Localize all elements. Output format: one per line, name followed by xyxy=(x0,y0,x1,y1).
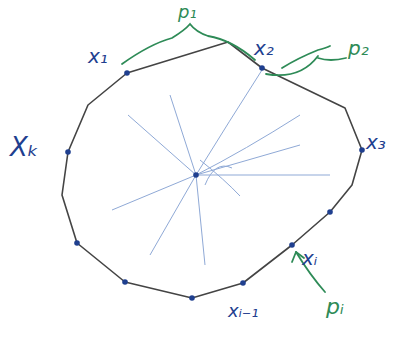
vertex-label: x₂ xyxy=(254,38,274,58)
vertex-label: Xₖ xyxy=(10,134,39,160)
vertex-label: p₂ xyxy=(348,38,369,58)
vertex-label: xᵢ xyxy=(302,248,317,268)
vertex-label: xᵢ₋₁ xyxy=(228,302,259,320)
vertex-label: x₃ xyxy=(366,132,386,152)
vertex-label: p₁ xyxy=(178,3,197,21)
vertex-label: x₁ xyxy=(88,46,108,66)
vertex-label: pᵢ xyxy=(326,296,344,318)
